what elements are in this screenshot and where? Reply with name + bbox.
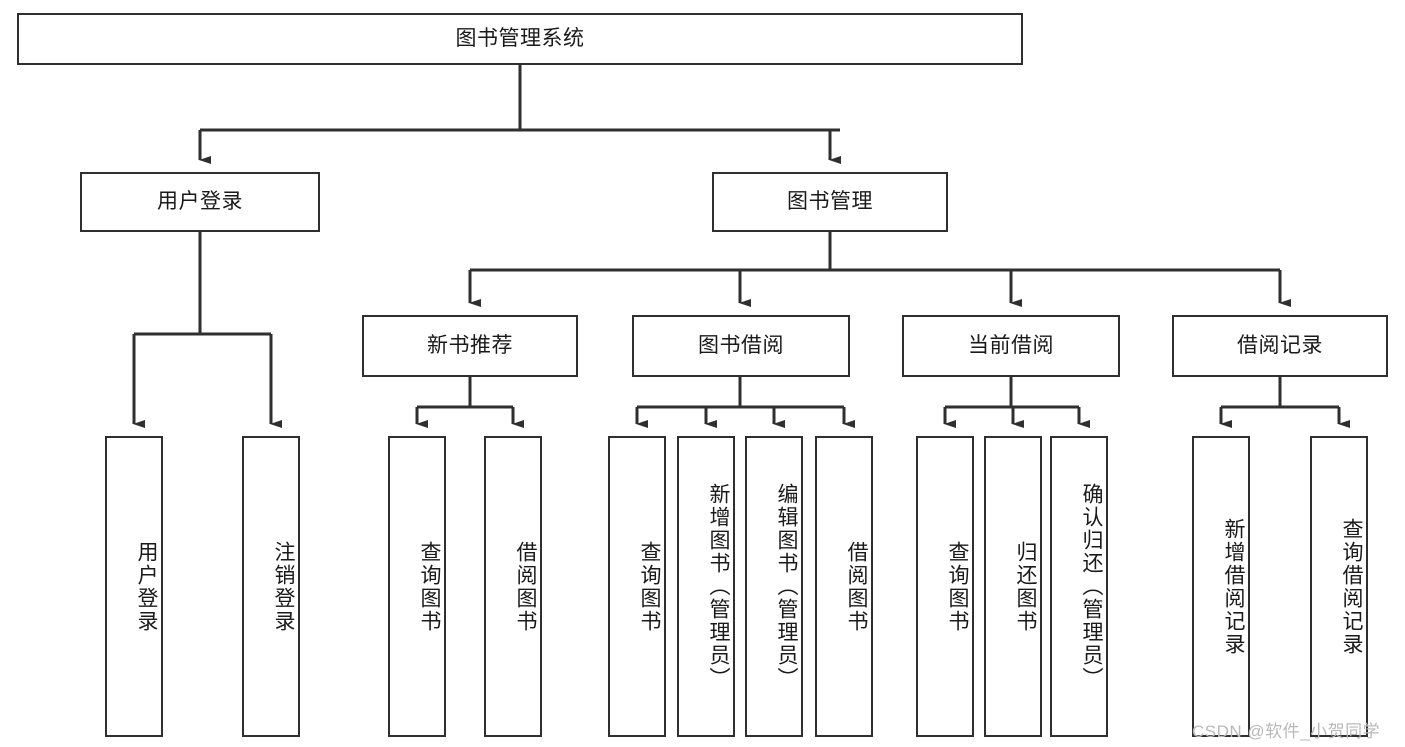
- node-new-book-recommend-label: 新书推荐: [427, 334, 513, 358]
- leaf-query-borrow-record[interactable]: 查询借阅记录: [1310, 436, 1368, 737]
- leaf-borrow-book-recommend[interactable]: 借阅图书: [484, 436, 542, 737]
- leaf-user-login-label: 用户登录: [135, 540, 158, 633]
- leaf-borrow-book[interactable]: 借阅图书: [815, 436, 873, 737]
- leaf-edit-book-admin[interactable]: 编辑图书（管理员）: [745, 436, 803, 737]
- leaf-logout-label: 注销登录: [272, 540, 295, 633]
- leaf-query-book-current-label: 查询图书: [946, 540, 969, 633]
- leaf-return-book[interactable]: 归还图书: [984, 436, 1042, 737]
- leaf-confirm-return-admin-label: 确认归还（管理员）: [1080, 483, 1103, 690]
- leaf-logout[interactable]: 注销登录: [242, 436, 300, 737]
- leaf-confirm-return-admin[interactable]: 确认归还（管理员）: [1050, 436, 1108, 737]
- csdn-watermark: CSDN @软件_小贺同学: [1192, 722, 1381, 741]
- leaf-add-book-admin-label: 新增图书（管理员）: [707, 483, 730, 690]
- leaf-borrow-book-label: 借阅图书: [845, 540, 868, 633]
- leaf-query-book-current[interactable]: 查询图书: [916, 436, 974, 737]
- node-borrow-record-label: 借阅记录: [1237, 334, 1323, 358]
- leaf-add-borrow-record[interactable]: 新增借阅记录: [1192, 436, 1250, 737]
- node-root-label: 图书管理系统: [455, 27, 585, 51]
- leaf-borrow-book-recommend-label: 借阅图书: [514, 540, 537, 633]
- node-current-borrow-label: 当前借阅: [968, 334, 1054, 358]
- leaf-user-login[interactable]: 用户登录: [105, 436, 163, 737]
- node-root[interactable]: 图书管理系统: [17, 13, 1023, 65]
- leaf-query-borrow-record-label: 查询借阅记录: [1340, 517, 1363, 656]
- node-new-book-recommend[interactable]: 新书推荐: [362, 315, 578, 377]
- leaf-edit-book-admin-label: 编辑图书（管理员）: [775, 483, 798, 690]
- node-book-management[interactable]: 图书管理: [712, 172, 948, 232]
- leaf-query-book-recommend[interactable]: 查询图书: [388, 436, 446, 737]
- leaf-return-book-label: 归还图书: [1014, 540, 1037, 633]
- leaf-add-book-admin[interactable]: 新增图书（管理员）: [677, 436, 735, 737]
- node-book-borrow[interactable]: 图书借阅: [632, 315, 850, 377]
- node-user-login-label: 用户登录: [157, 190, 243, 214]
- node-borrow-record[interactable]: 借阅记录: [1172, 315, 1388, 377]
- node-book-management-label: 图书管理: [787, 190, 873, 214]
- leaf-add-borrow-record-label: 新增借阅记录: [1222, 517, 1245, 656]
- node-current-borrow[interactable]: 当前借阅: [902, 315, 1120, 377]
- node-user-login[interactable]: 用户登录: [80, 172, 320, 232]
- leaf-query-book-recommend-label: 查询图书: [418, 540, 441, 633]
- leaf-query-book-borrow[interactable]: 查询图书: [608, 436, 666, 737]
- node-book-borrow-label: 图书借阅: [698, 334, 784, 358]
- leaf-query-book-borrow-label: 查询图书: [638, 540, 661, 633]
